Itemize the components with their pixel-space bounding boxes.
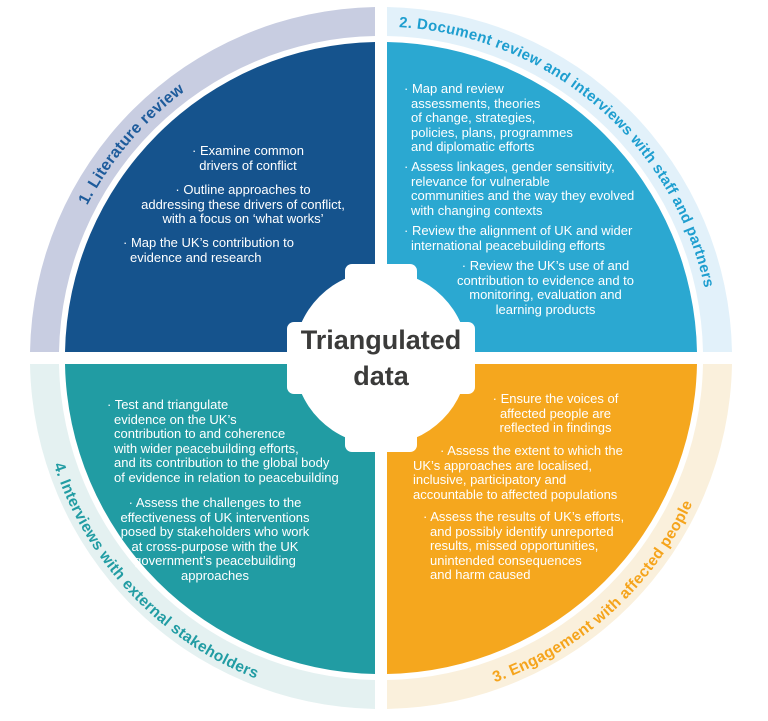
quadrant-4-ring-band xyxy=(30,364,375,709)
quadrant-2-ring-band xyxy=(387,7,732,352)
bullet-item: · Test and triangulate evidence on the U… xyxy=(107,397,339,485)
quadrant-1-ring-band xyxy=(30,7,375,352)
bullet-item: · Examine common drivers of conflict xyxy=(192,143,304,173)
bullet-item: · Outline approaches to addressing these… xyxy=(141,182,345,226)
bullet-item: · Assess the extent to which the UK’s ap… xyxy=(413,443,623,502)
bullet-item: · Map the UK’s contribution to evidence … xyxy=(123,235,295,265)
quadrant-2-disc xyxy=(387,42,697,352)
bullet-item: · Map and review assessments, theories o… xyxy=(404,81,573,154)
bullet-item: · Assess the challenges to the effective… xyxy=(120,495,310,583)
quadrant-3-ring-band xyxy=(387,364,732,709)
quadrant-3-disc xyxy=(387,364,697,674)
quadrant-4-disc xyxy=(65,364,375,674)
bullet-item: · Assess the results of UK’s efforts, an… xyxy=(423,509,625,582)
bullet-item: · Ensure the voices of affected people a… xyxy=(492,391,619,435)
bullet-item: · Review the UK’s use of and contributio… xyxy=(456,258,635,317)
bullet-item: · Assess linkages, gender sensitivity, r… xyxy=(404,159,635,218)
center-title: Triangulated data xyxy=(300,325,462,391)
bullet-item: · Review the alignment of UK and wider i… xyxy=(404,223,633,253)
center-hub-shape xyxy=(287,264,475,452)
quadrant-1-disc xyxy=(65,42,375,352)
